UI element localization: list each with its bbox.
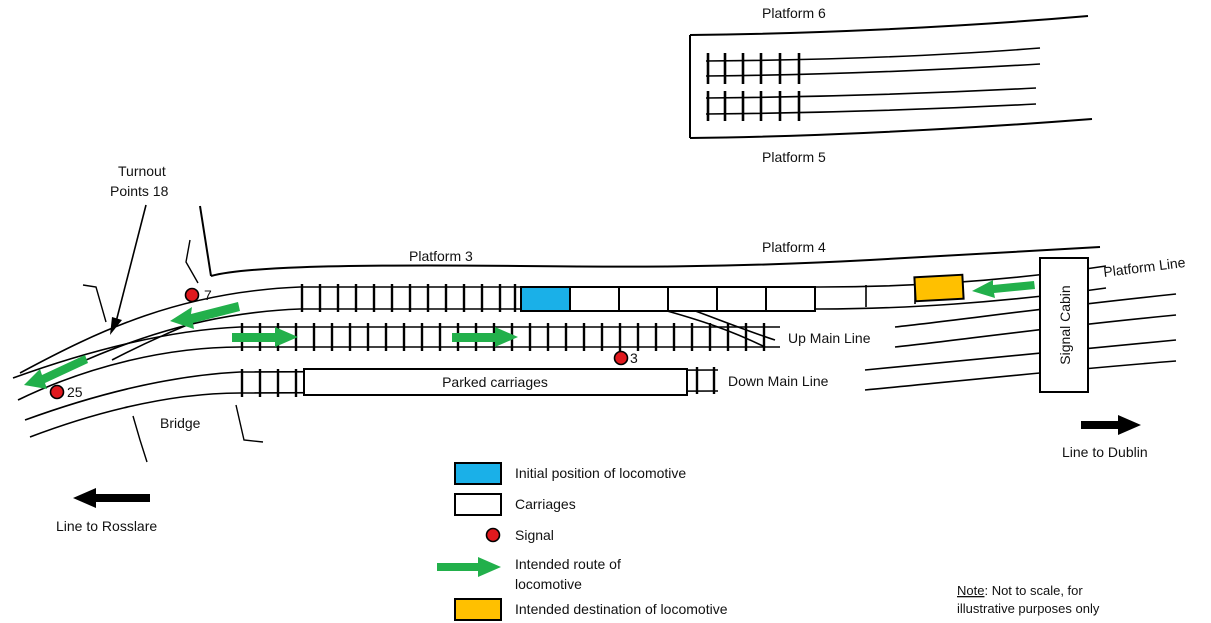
bridge-marks xyxy=(82,239,264,463)
legend-carriage-swatch xyxy=(454,493,502,516)
carriage xyxy=(716,286,767,312)
signal-cabin-label: Signal Cabin xyxy=(1057,285,1073,364)
svg-text:7: 7 xyxy=(204,287,212,303)
signal-7: 7 xyxy=(184,287,212,303)
signal-25: 25 xyxy=(49,384,83,400)
platforms-5-6 xyxy=(689,15,1093,139)
carriage xyxy=(569,286,620,312)
carriage xyxy=(667,286,718,312)
train-on-platform-line xyxy=(520,286,816,312)
carriage xyxy=(618,286,669,312)
red-circle-icon xyxy=(485,527,501,543)
platform-line-sleepers xyxy=(300,284,517,312)
legend-route-line2: locomotive xyxy=(515,576,582,592)
legend-carriages: Carriages xyxy=(515,496,576,512)
svg-text:3: 3 xyxy=(630,350,638,366)
platform-5-label: Platform 5 xyxy=(762,149,826,165)
legend-destination-swatch xyxy=(454,598,502,621)
red-circle-icon xyxy=(49,384,65,400)
turnout-label-line1: Turnout xyxy=(118,163,166,179)
platform-5-6-tracks xyxy=(705,47,1041,115)
platform-line-label: Platform Line xyxy=(1102,254,1186,280)
legend-signal: Signal xyxy=(515,527,554,543)
line-to-dublin-label: Line to Dublin xyxy=(1062,444,1148,460)
red-circle-icon xyxy=(184,287,200,303)
legend: Initial position of locomotive Carriages… xyxy=(437,462,728,621)
platform-5-6-sleepers xyxy=(706,53,801,121)
platform-3-4-edge xyxy=(199,205,1101,277)
green-arrow-icon xyxy=(972,280,1035,298)
svg-text:Note: Not to scale, for: Note: Not to scale, for xyxy=(957,583,1083,598)
svg-text:25: 25 xyxy=(67,384,83,400)
green-arrow-icon xyxy=(437,557,501,577)
legend-route-line1: Intended route of xyxy=(515,556,621,572)
platform-6-label: Platform 6 xyxy=(762,5,826,21)
note-line1: : Not to scale, for xyxy=(984,583,1083,598)
turnout-label-line2: Points 18 xyxy=(110,183,169,199)
green-arrow-icon xyxy=(170,302,240,329)
locomotive-initial xyxy=(520,286,571,312)
parked-carriages-label: Parked carriages xyxy=(442,374,548,390)
up-main-line-label: Up Main Line xyxy=(788,330,871,346)
down-main-line-label: Down Main Line xyxy=(728,373,829,389)
turnout-pointer-arrow xyxy=(110,204,147,335)
note: Note: Not to scale, for illustrative pur… xyxy=(957,583,1100,616)
green-arrow-icon xyxy=(452,327,518,347)
bridge-label: Bridge xyxy=(160,415,201,431)
green-arrow-icon xyxy=(24,355,88,389)
black-arrow-icon xyxy=(73,488,150,508)
carriage xyxy=(765,286,816,312)
line-to-dublin: Line to Dublin xyxy=(1062,415,1148,460)
parked-carriages: Parked carriages xyxy=(303,368,688,396)
signal-3: 3 xyxy=(613,350,638,366)
line-to-rosslare-label: Line to Rosslare xyxy=(56,518,157,534)
legend-destination: Intended destination of locomotive xyxy=(515,601,728,617)
legend-initial-position: Initial position of locomotive xyxy=(515,465,686,481)
signal-cabin: Signal Cabin xyxy=(1039,257,1089,393)
route-arrows xyxy=(24,280,1035,389)
platform-4-label: Platform 4 xyxy=(762,239,826,255)
note-label: Note xyxy=(957,583,984,598)
down-main-line-sleepers xyxy=(240,367,716,397)
locomotive-destination xyxy=(913,273,965,303)
legend-locomotive-swatch xyxy=(454,462,502,485)
green-arrow-icon xyxy=(232,327,298,347)
note-line2: illustrative purposes only xyxy=(957,601,1100,616)
black-arrow-icon xyxy=(1081,415,1141,435)
platform-3-label: Platform 3 xyxy=(409,248,473,264)
line-to-rosslare: Line to Rosslare xyxy=(56,488,157,534)
red-circle-icon xyxy=(613,350,629,366)
